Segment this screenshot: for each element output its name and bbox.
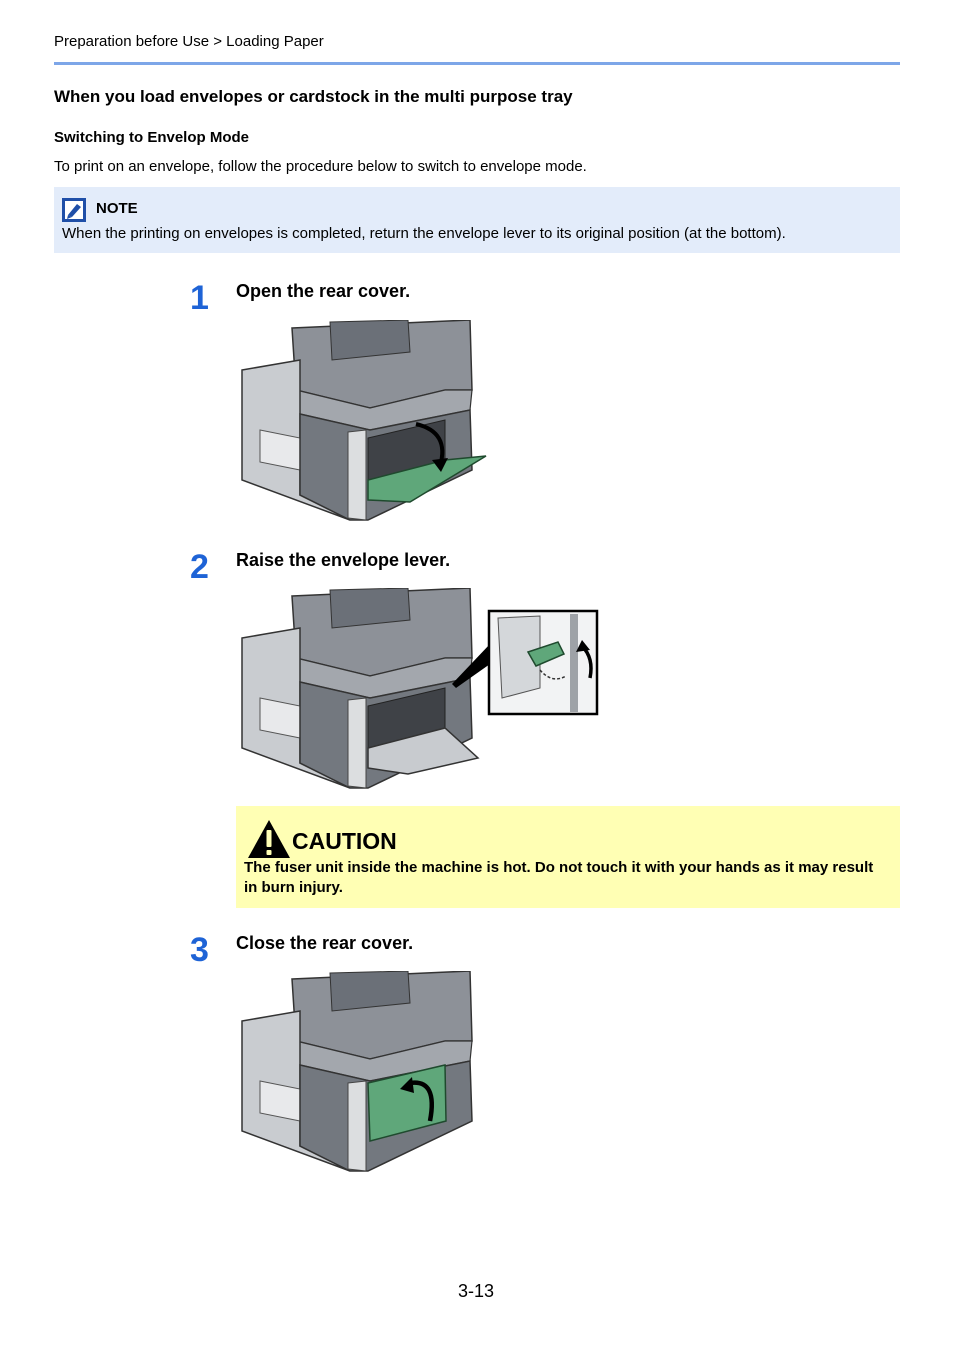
step-label: Raise the envelope lever. <box>236 550 451 570</box>
step-label: Open the rear cover. <box>236 281 411 301</box>
section-title: When you load envelopes or cardstock in … <box>54 87 573 106</box>
note-box: NOTE When the printing on envelopes is c… <box>54 187 900 253</box>
breadcrumb: Preparation before Use > Loading Paper <box>54 33 324 50</box>
step-number: 2 <box>190 548 209 586</box>
note-label: NOTE <box>96 200 138 217</box>
page-number: 3-13 <box>458 1281 495 1301</box>
header-rule <box>54 62 900 65</box>
caution-box: CAUTION The fuser unit inside the machin… <box>236 806 900 908</box>
printer-envelope-lever-illustration <box>241 588 599 789</box>
intro-text: To print on an envelope, follow the proc… <box>54 158 587 175</box>
printer-rear-cover-open-illustration <box>241 320 487 521</box>
printer-rear-cover-closed-illustration <box>241 971 473 1172</box>
caution-label: CAUTION <box>292 828 397 854</box>
caution-text: The fuser unit inside the machine is hot… <box>244 859 874 896</box>
step-number: 3 <box>190 931 209 969</box>
warning-triangle-icon <box>248 820 290 858</box>
step-label: Close the rear cover. <box>236 933 414 953</box>
note-icon <box>62 198 86 222</box>
note-text: When the printing on envelopes is comple… <box>62 225 786 242</box>
subsection-title: Switching to Envelop Mode <box>54 129 249 146</box>
step-number: 1 <box>190 279 209 317</box>
